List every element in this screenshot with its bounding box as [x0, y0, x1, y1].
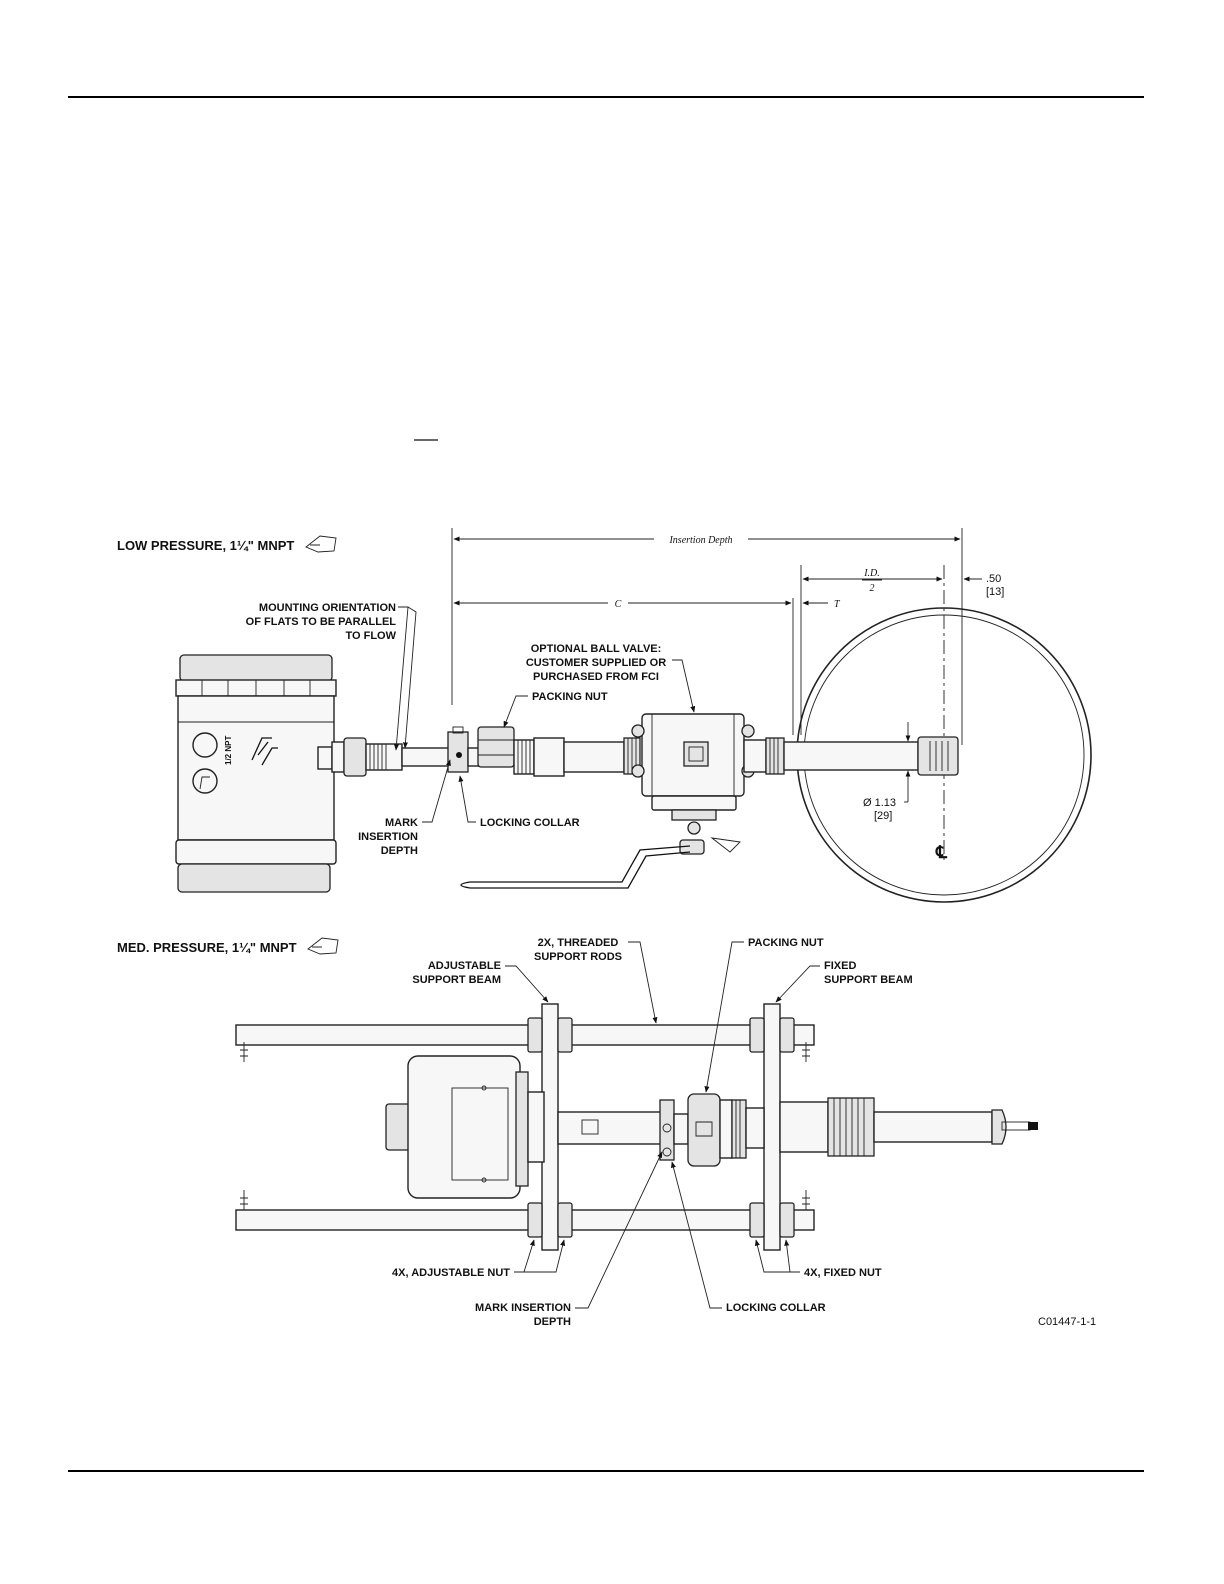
rods-label-1: 2X, THREADED — [538, 937, 619, 949]
dim-t: T — [834, 599, 841, 610]
adjustable-nut — [557, 1202, 573, 1238]
low-pressure-title: LOW PRESSURE, 1¼" MNPT — [117, 538, 294, 553]
mounting-label-1: MOUNTING ORIENTATION — [259, 602, 396, 614]
mounting-leader-2 — [402, 606, 417, 749]
dim-dia: Ø 1.13 — [863, 797, 896, 809]
mark-depth-label-1: MARK — [385, 817, 418, 829]
locking-collar-med — [659, 1099, 675, 1161]
packing-nut-label-med: PACKING NUT — [748, 937, 824, 949]
locking-collar-leader-med — [670, 1161, 722, 1309]
fixed-nut — [779, 1017, 795, 1053]
mounting-label-2: OF FLATS TO BE PARALLEL — [246, 616, 397, 628]
ball-valve-low — [460, 713, 785, 889]
mark-depth-label-med-2: DEPTH — [534, 1316, 571, 1328]
conduit-port-top — [192, 732, 218, 758]
packing-nut-med — [687, 1093, 721, 1167]
adj-beam-label-1: ADJUSTABLE — [428, 960, 501, 972]
adjustable-nut — [527, 1202, 543, 1238]
locking-collar-label-med: LOCKING COLLAR — [726, 1302, 826, 1314]
rods-leader — [628, 941, 658, 1024]
packing-nut-leader-low — [503, 695, 528, 728]
ball-valve-leader — [672, 659, 696, 713]
valve-handle — [470, 845, 691, 883]
probe-assembly-low — [331, 726, 641, 777]
probe-tip-low — [783, 736, 959, 776]
fixed-support-beam — [763, 1003, 781, 1251]
dim-dia-mm: [29] — [874, 810, 892, 822]
med-pressure-title: MED. PRESSURE, 1¼" MNPT — [117, 940, 297, 955]
fixed-nut — [749, 1202, 765, 1238]
packing-nut-label-low: PACKING NUT — [532, 691, 608, 703]
mark-depth-leader-med — [575, 1151, 663, 1309]
header-rule — [68, 96, 1144, 98]
adj-nut-leader-1 — [514, 1239, 535, 1273]
mark-depth-leader-low — [422, 759, 451, 823]
dim-insertion-depth: Insertion Depth — [668, 535, 732, 546]
conduit-port-bottom — [192, 768, 218, 794]
support-rod-top — [235, 1024, 815, 1046]
adjustable-nut — [557, 1017, 573, 1053]
ball-valve-label-2: CUSTOMER SUPPLIED OR — [526, 657, 666, 669]
fixed-nut — [749, 1017, 765, 1053]
sensor-head — [917, 736, 959, 776]
adjustable-nut — [527, 1017, 543, 1053]
mark-depth-label-med-1: MARK INSERTION — [475, 1302, 571, 1314]
dim-id-den: 2 — [870, 583, 875, 594]
dim-c: C — [615, 599, 622, 610]
locking-collar-label-low: LOCKING COLLAR — [480, 817, 580, 829]
med-pressure-view: MED. PRESSURE, 1¼" MNPT — [117, 937, 1038, 1328]
centerline-symbol: ℄ — [935, 843, 948, 862]
enclosure-low: 1/2 NPT — [175, 654, 337, 893]
adj-beam-leader — [505, 965, 549, 1003]
probe-stem — [401, 747, 455, 767]
support-rod-bottom — [235, 1209, 815, 1231]
low-pressure-view: LOW PRESSURE, 1¼" MNPT Insertion Depth C… — [117, 528, 1092, 903]
adj-nut-label: 4X, ADJUSTABLE NUT — [392, 1267, 510, 1279]
mounting-label-3: TO FLOW — [345, 630, 396, 642]
probe-assembly-med — [557, 1093, 1038, 1167]
drawing-number: C01447-1-1 — [1038, 1316, 1096, 1328]
npt-mark: 1/2 NPT — [224, 736, 233, 765]
fixed-beam-label-1: FIXED — [824, 960, 856, 972]
fixed-nut-leader-1 — [784, 1239, 800, 1273]
fixed-nut-label: 4X, FIXED NUT — [804, 1267, 882, 1279]
fixed-beam-leader — [775, 965, 820, 1003]
dim-id-num: I.D. — [863, 568, 880, 579]
ball-valve-label-3: PURCHASED FROM FCI — [533, 671, 659, 683]
ball-valve-label-1: OPTIONAL BALL VALVE: — [531, 643, 662, 655]
mark-depth-label-2: INSERTION — [358, 831, 418, 843]
adj-nut-leader-2 — [524, 1239, 566, 1273]
locking-collar-leader-low — [458, 775, 476, 823]
footer-rule — [68, 1470, 1144, 1472]
dim-50: .50 — [986, 573, 1001, 585]
locking-collar-low — [447, 731, 469, 773]
adj-beam-label-2: SUPPORT BEAM — [412, 974, 501, 986]
fixed-beam-label-2: SUPPORT BEAM — [824, 974, 913, 986]
enclosure-med — [385, 1055, 545, 1199]
note-flag-icon-med — [307, 937, 339, 955]
mark-depth-label-3: DEPTH — [381, 845, 418, 857]
note-flag-icon — [305, 535, 337, 553]
packing-nut-low — [477, 726, 515, 768]
fci-logo — [251, 737, 278, 766]
dim-50-mm: [13] — [986, 586, 1004, 598]
fixed-nut-leader-2 — [754, 1239, 790, 1273]
rods-label-2: SUPPORT RODS — [534, 951, 622, 963]
packing-nut-leader-med — [704, 941, 744, 1093]
fixed-nut — [779, 1202, 795, 1238]
